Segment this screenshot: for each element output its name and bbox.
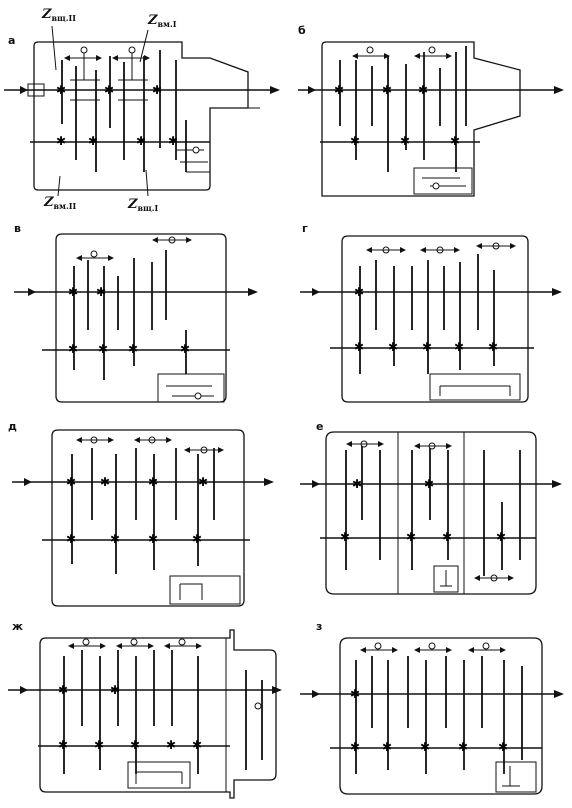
gear-label-sub: вщ.II — [51, 13, 76, 23]
svg-text:✱: ✱ — [198, 475, 208, 489]
svg-text:✱: ✱ — [406, 530, 416, 544]
svg-text:✱: ✱ — [454, 340, 464, 354]
svg-text:✱: ✱ — [192, 532, 202, 546]
gear-label-main: Z — [148, 13, 158, 28]
gear-label-main: Z — [44, 195, 54, 210]
gearbox-scheme-e: ✱ ✱ ✱ ✱ ✱ ✱ ✱ ✱ — [12, 429, 274, 607]
svg-text:✱: ✱ — [488, 340, 498, 354]
gear-set — [61, 50, 187, 172]
svg-text:✱: ✱ — [66, 532, 76, 546]
svg-text:✱: ✱ — [58, 738, 68, 752]
svg-text:✱: ✱ — [496, 530, 506, 544]
gearbox-scheme-f: ✱ ✱ ✱ ✱ ✱ ✱ — [300, 431, 562, 595]
panel-letter-b: б — [298, 24, 306, 37]
gearbox-scheme-d: ✱ ✱ ✱ ✱ ✱ ✱ — [300, 235, 562, 403]
svg-text:✱: ✱ — [450, 134, 460, 148]
gear-mark: ✱ — [152, 83, 162, 97]
svg-text:✱: ✱ — [422, 340, 432, 354]
gear-mark: ✱ — [104, 83, 114, 97]
gear-mark: ✱ — [168, 134, 178, 148]
svg-text:✱: ✱ — [68, 285, 78, 299]
panel-letter-f: е — [316, 420, 324, 433]
gear-label-z-vsch-i: Zвщ.I — [128, 198, 158, 212]
gearbox-scheme-c: ✱ ✱ ✱ ✱ ✱ ✱ — [14, 233, 258, 403]
gear-mark: ✱ — [56, 83, 66, 97]
svg-text:✱: ✱ — [420, 740, 430, 754]
gearbox-scheme-g: ✱ ✱ ✱ ✱ ✱ ✱ ✱ — [8, 629, 282, 799]
panel-letter-a: а — [8, 34, 16, 47]
gear-mark: ✱ — [88, 134, 98, 148]
gear-label-sub: вм.II — [53, 201, 77, 211]
panel-letter-e: д — [8, 420, 17, 433]
svg-text:✱: ✱ — [110, 532, 120, 546]
svg-text:✱: ✱ — [148, 475, 158, 489]
svg-text:✱: ✱ — [130, 738, 140, 752]
panel-letter-d: г — [302, 222, 308, 235]
svg-text:✱: ✱ — [382, 83, 392, 97]
gearbox-scheme-h: ✱ ✱ ✱ ✱ ✱ ✱ — [300, 637, 564, 795]
svg-text:✱: ✱ — [66, 475, 76, 489]
gear-mark: ✱ — [136, 134, 146, 148]
panel-letter-g: ж — [12, 620, 23, 633]
panel-letter-h: з — [316, 620, 323, 633]
svg-text:✱: ✱ — [68, 342, 78, 356]
svg-text:✱: ✱ — [418, 83, 428, 97]
svg-text:✱: ✱ — [498, 740, 508, 754]
svg-text:✱: ✱ — [388, 340, 398, 354]
svg-text:✱: ✱ — [180, 342, 190, 356]
gear-label-main: Z — [128, 197, 138, 212]
svg-text:✱: ✱ — [350, 740, 360, 754]
svg-text:✱: ✱ — [350, 134, 360, 148]
svg-text:✱: ✱ — [424, 477, 434, 491]
gear-label-z-vsch-ii: Zвщ.II — [42, 8, 76, 22]
svg-text:✱: ✱ — [354, 340, 364, 354]
svg-text:✱: ✱ — [110, 683, 120, 697]
svg-text:✱: ✱ — [98, 342, 108, 356]
gear-label-main: Z — [42, 7, 52, 22]
svg-text:✱: ✱ — [166, 738, 176, 752]
svg-text:✱: ✱ — [442, 530, 452, 544]
gear-label-sub: вщ.I — [137, 203, 159, 213]
gear-label-sub: вм.I — [157, 19, 177, 29]
gearbox-scheme-a: ✱ ✱ ✱ ✱ ✱ ✱ ✱ — [4, 25, 280, 197]
svg-text:✱: ✱ — [352, 477, 362, 491]
svg-text:✱: ✱ — [354, 285, 364, 299]
svg-text:✱: ✱ — [334, 83, 344, 97]
panel-letter-c: в — [14, 222, 21, 235]
gear-label-z-vm-i: Zвм.I — [148, 14, 177, 28]
gear-mark: ✱ — [56, 134, 66, 148]
svg-text:✱: ✱ — [128, 342, 138, 356]
svg-text:✱: ✱ — [94, 738, 104, 752]
svg-text:✱: ✱ — [148, 532, 158, 546]
svg-text:✱: ✱ — [382, 740, 392, 754]
svg-text:✱: ✱ — [192, 738, 202, 752]
svg-text:✱: ✱ — [340, 530, 350, 544]
svg-text:✱: ✱ — [458, 740, 468, 754]
svg-text:✱: ✱ — [350, 687, 360, 701]
gearbox-scheme-b: ✱ ✱ ✱ ✱ ✱ ✱ — [298, 41, 564, 197]
svg-text:✱: ✱ — [96, 285, 106, 299]
svg-text:✱: ✱ — [400, 134, 410, 148]
svg-text:✱: ✱ — [100, 475, 110, 489]
svg-text:✱: ✱ — [58, 683, 68, 697]
gear-label-z-vm-ii: Zвм.II — [44, 196, 76, 210]
